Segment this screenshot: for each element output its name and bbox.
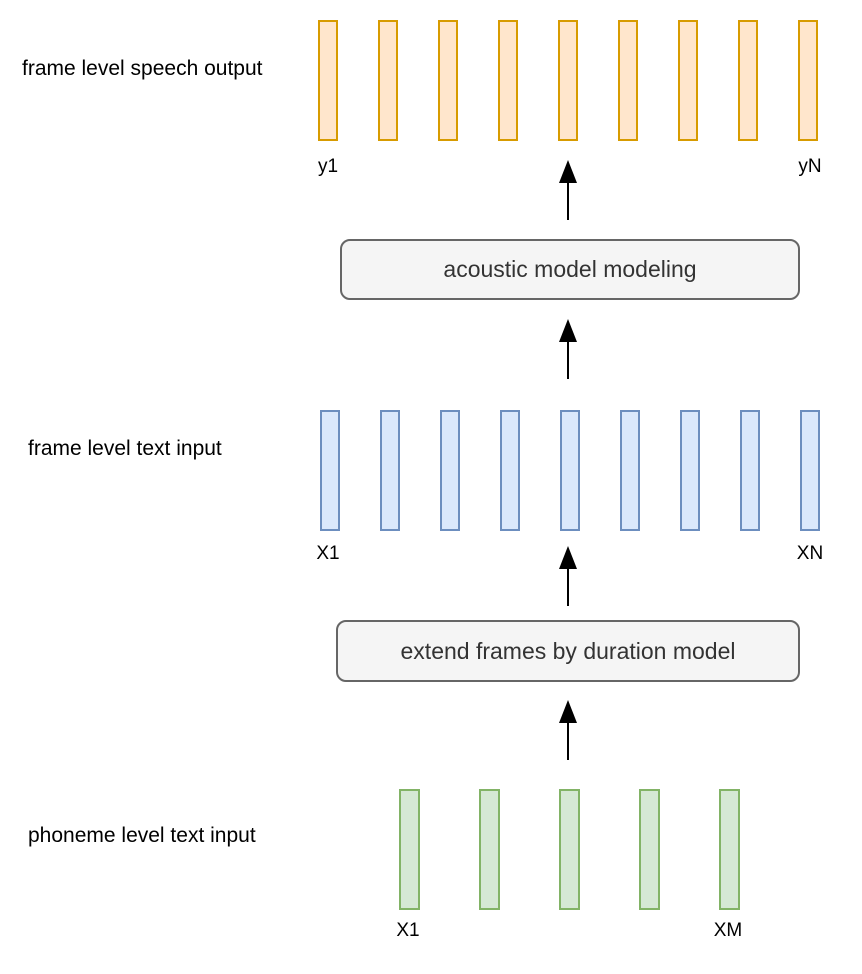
- acoustic-model-box-label: acoustic model modeling: [443, 256, 697, 282]
- phoneme-text-input-row-label: phoneme level text input: [28, 824, 256, 847]
- frame-bar: [479, 789, 500, 910]
- frame-bar: [498, 20, 518, 141]
- frame-bar: [800, 410, 820, 531]
- arrow-up-icon: [559, 700, 577, 760]
- arrow-up-icon: [559, 160, 577, 220]
- duration-model-box: extend frames by duration model: [336, 620, 800, 682]
- frame-bar: [620, 410, 640, 531]
- phoneme-first-tick: X1: [396, 920, 420, 941]
- frame-bar: [798, 20, 818, 141]
- frame-text-input-row-label: frame level text input: [28, 437, 222, 460]
- frame-bar: [320, 410, 340, 531]
- frame-bar: [618, 20, 638, 141]
- phoneme-last-tick: XM: [713, 920, 743, 941]
- frame-bar: [500, 410, 520, 531]
- arrow-up-icon: [559, 546, 577, 606]
- frame-bar: [719, 789, 740, 910]
- frame-text-last-tick: XN: [796, 543, 824, 564]
- frame-bar: [680, 410, 700, 531]
- frame-bar: [740, 410, 760, 531]
- duration-model-box-label: extend frames by duration model: [400, 637, 736, 664]
- frame-bar: [559, 789, 580, 910]
- frame-bar: [738, 20, 758, 141]
- frame-bar: [560, 410, 580, 531]
- frame-bar: [440, 410, 460, 531]
- frame-bar: [378, 20, 398, 141]
- frame-bar: [558, 20, 578, 141]
- frame-text-first-tick: X1: [316, 543, 340, 564]
- acoustic-model-box: acoustic model modeling: [340, 239, 800, 300]
- frame-bar: [678, 20, 698, 141]
- frame-bar: [318, 20, 338, 141]
- speech-output-row-label: frame level speech output: [22, 57, 263, 80]
- frame-bar: [438, 20, 458, 141]
- frame-bar: [639, 789, 660, 910]
- speech-output-first-tick: y1: [317, 156, 339, 177]
- arrow-up-icon: [559, 319, 577, 379]
- frame-bar: [380, 410, 400, 531]
- speech-output-last-tick: yN: [798, 156, 822, 177]
- frame-bar: [399, 789, 420, 910]
